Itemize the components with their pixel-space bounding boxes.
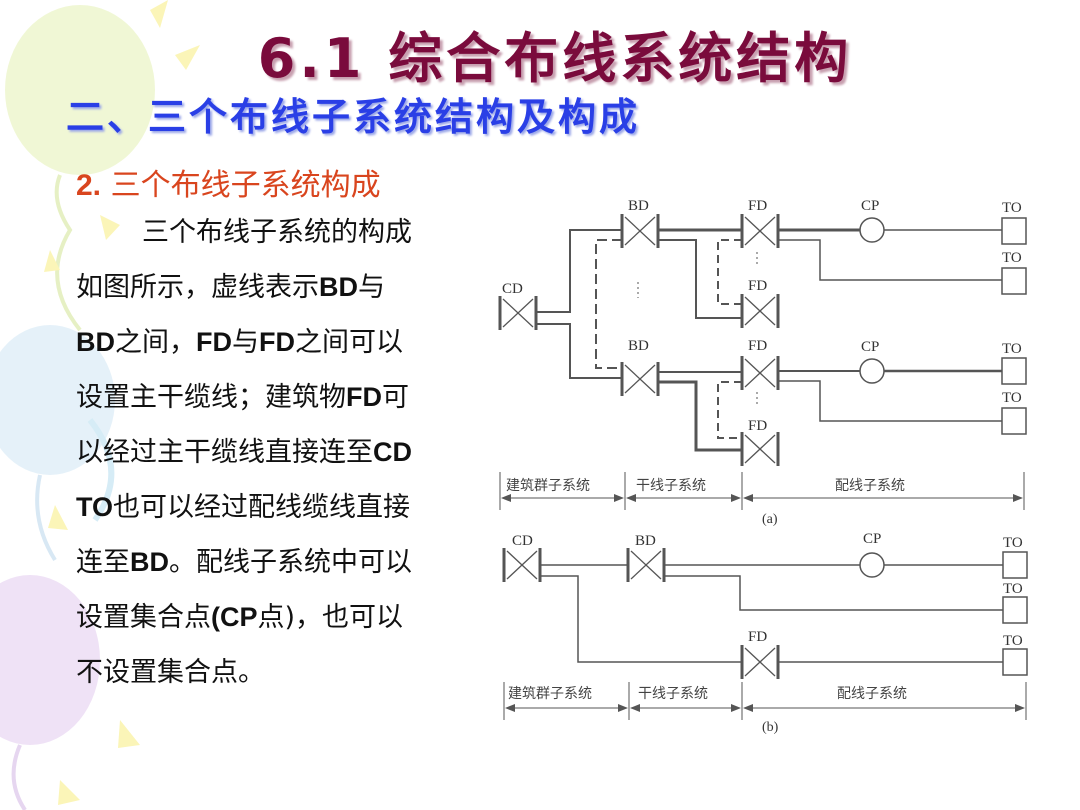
node-label: FD (748, 418, 767, 434)
figure-caption: (a) (762, 512, 778, 527)
node-label: CD (512, 533, 533, 549)
figure-caption: (b) (762, 720, 779, 735)
node-label: TO (1003, 581, 1023, 597)
paragraph-line: 不设置集合点。 (76, 657, 265, 688)
section-heading: 2. 三个布线子系统构成 (76, 160, 381, 204)
node-label: FD (748, 338, 767, 354)
node-label: CD (502, 281, 523, 297)
paragraph-line: 设置集合点(CP点)，也可以 (76, 602, 404, 633)
node-label: CP (863, 531, 881, 547)
span-label: 配线子系统 (837, 686, 907, 702)
paragraph-line: 以经过主干缆线直接连至CD (76, 437, 412, 468)
diagram-a (498, 212, 1027, 510)
body-paragraph: 三个布线子系统的构成 如图所示，虚线表示BD与 BD之间，FD与FD之间可以 设… (76, 205, 461, 700)
paragraph-line: 设置主干缆线；建筑物FD可 (76, 382, 409, 413)
node-label: BD (628, 198, 649, 214)
paragraph-line: BD之间，FD与FD之间可以 (76, 327, 403, 358)
wiring-subsystem-diagram: CD BD BD FD FD FD FD CP CP TO TO TO TO 建… (498, 198, 1028, 735)
slide-subtitle: 二、三个布线子系统结构及构成 (66, 95, 641, 139)
node-label: CP (861, 339, 879, 355)
node-label: TO (1002, 200, 1022, 216)
span-label: 配线子系统 (835, 478, 905, 494)
paragraph-line: TO也可以经过配线缆线直接 (76, 492, 411, 523)
node-label: FD (748, 278, 767, 294)
diagram-b-labels: CD BD FD CP TO TO TO 建筑群子系统 干线子系统 配线子系统 … (508, 531, 1023, 735)
node-label: TO (1002, 250, 1022, 266)
node-label: TO (1002, 341, 1022, 357)
span-label: 干线子系统 (638, 686, 708, 702)
paragraph-line: 连至BD。配线子系统中可以 (76, 547, 412, 578)
span-label: 建筑群子系统 (508, 686, 592, 702)
section-number: 2. (76, 169, 102, 202)
diagram-a-labels: CD BD BD FD FD FD FD CP CP TO TO TO TO 建… (502, 198, 1022, 527)
slide-title: 6.1 综合布线系统结构 (257, 27, 853, 90)
node-label: FD (748, 629, 767, 645)
span-label: 干线子系统 (636, 478, 706, 494)
paragraph-line: 如图所示，虚线表示BD与 (76, 272, 385, 303)
node-label: BD (628, 338, 649, 354)
paragraph-line: 三个布线子系统的构成 (142, 217, 412, 248)
node-label: BD (635, 533, 656, 549)
node-label: CP (861, 198, 879, 214)
node-label: TO (1003, 535, 1023, 551)
span-label: 建筑群子系统 (506, 478, 590, 494)
node-label: FD (748, 198, 767, 214)
section-title: 三个布线子系统构成 (110, 168, 381, 203)
node-label: TO (1003, 633, 1023, 649)
node-label: TO (1002, 390, 1022, 406)
diagram-b (502, 546, 1028, 720)
